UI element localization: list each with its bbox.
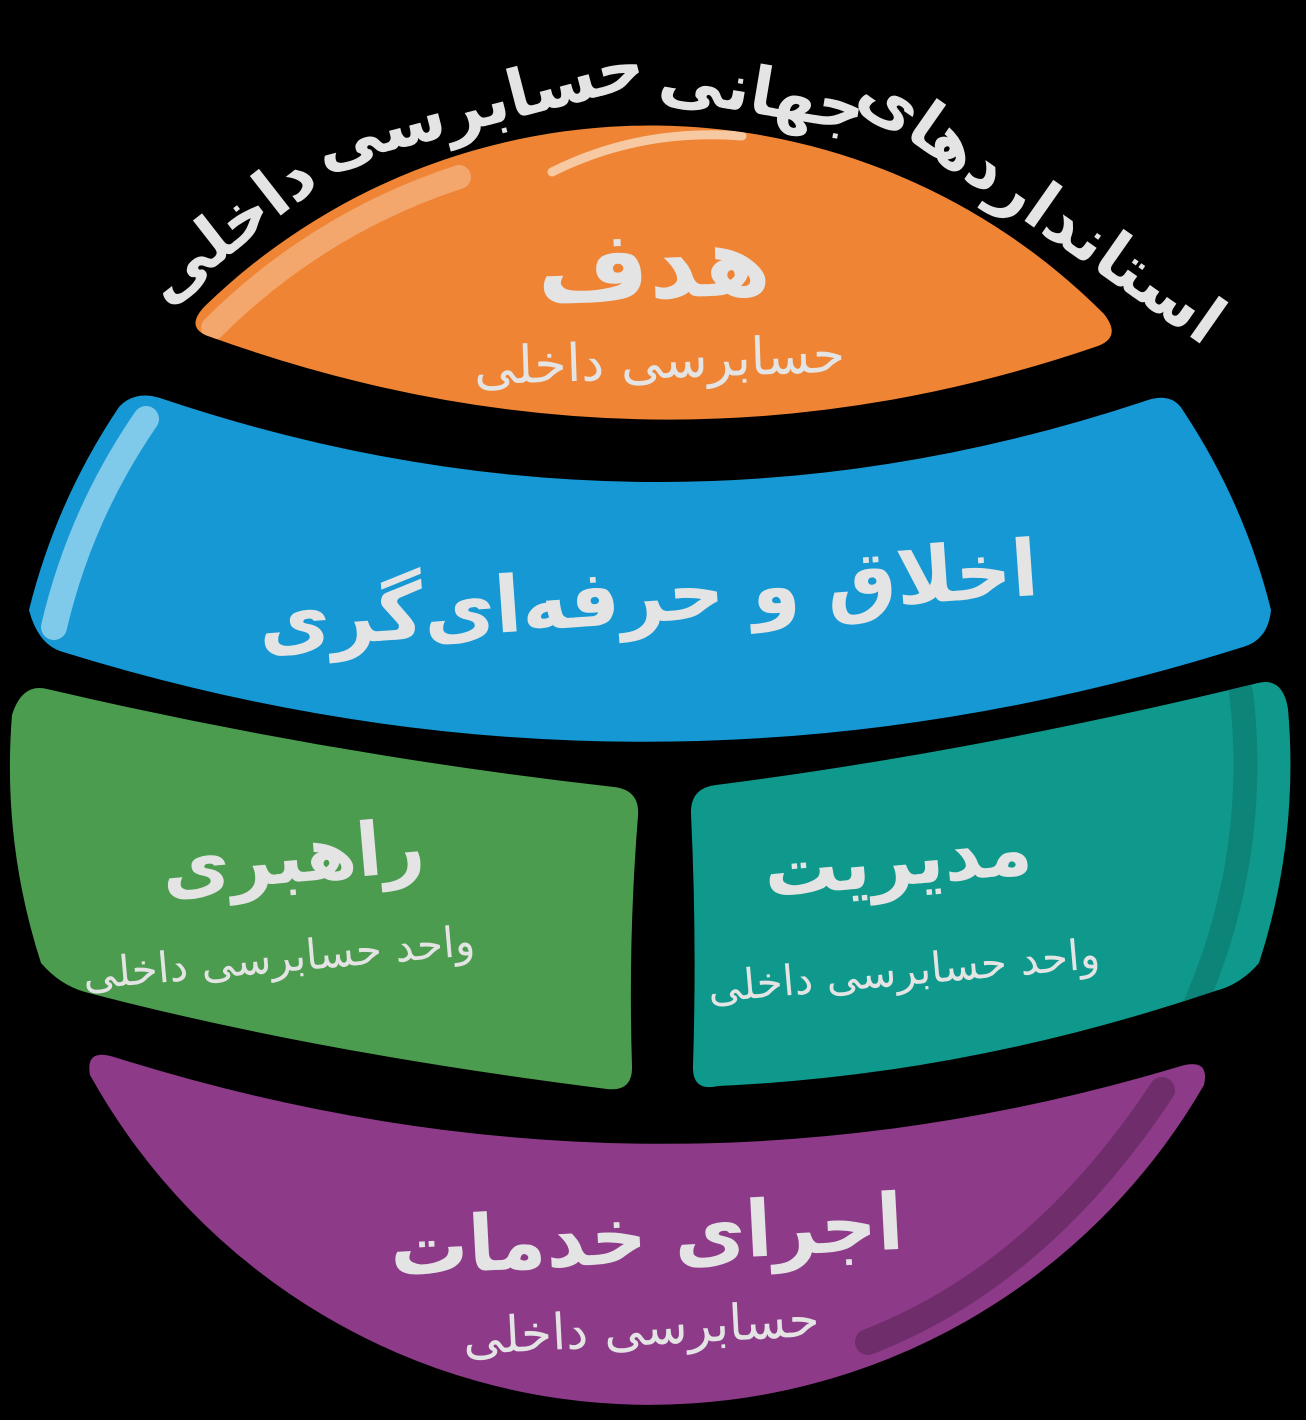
segment-management: مدیریت واحد حسابرسی داخلی [690, 682, 1291, 1088]
purpose-rim-highlight [201, 165, 471, 340]
segment-purpose: هدف حسابرسی داخلی [195, 125, 1112, 420]
purpose-gloss-highlight [547, 130, 747, 177]
segment-ethics: اخلاق و حرفه‌ای‌گری [29, 395, 1271, 742]
purpose-title: هدف [535, 205, 772, 325]
purpose-subtitle: حسابرسی داخلی [473, 325, 846, 398]
segment-services: اجرای خدمات حسابرسی داخلی [89, 1054, 1206, 1405]
segment-governance: راهبری واحد حسابرسی داخلی [9, 688, 639, 1090]
ethics-edge-highlight [41, 406, 159, 640]
management-edge-shade [1173, 682, 1258, 1038]
services-inner-shade [855, 1077, 1175, 1355]
